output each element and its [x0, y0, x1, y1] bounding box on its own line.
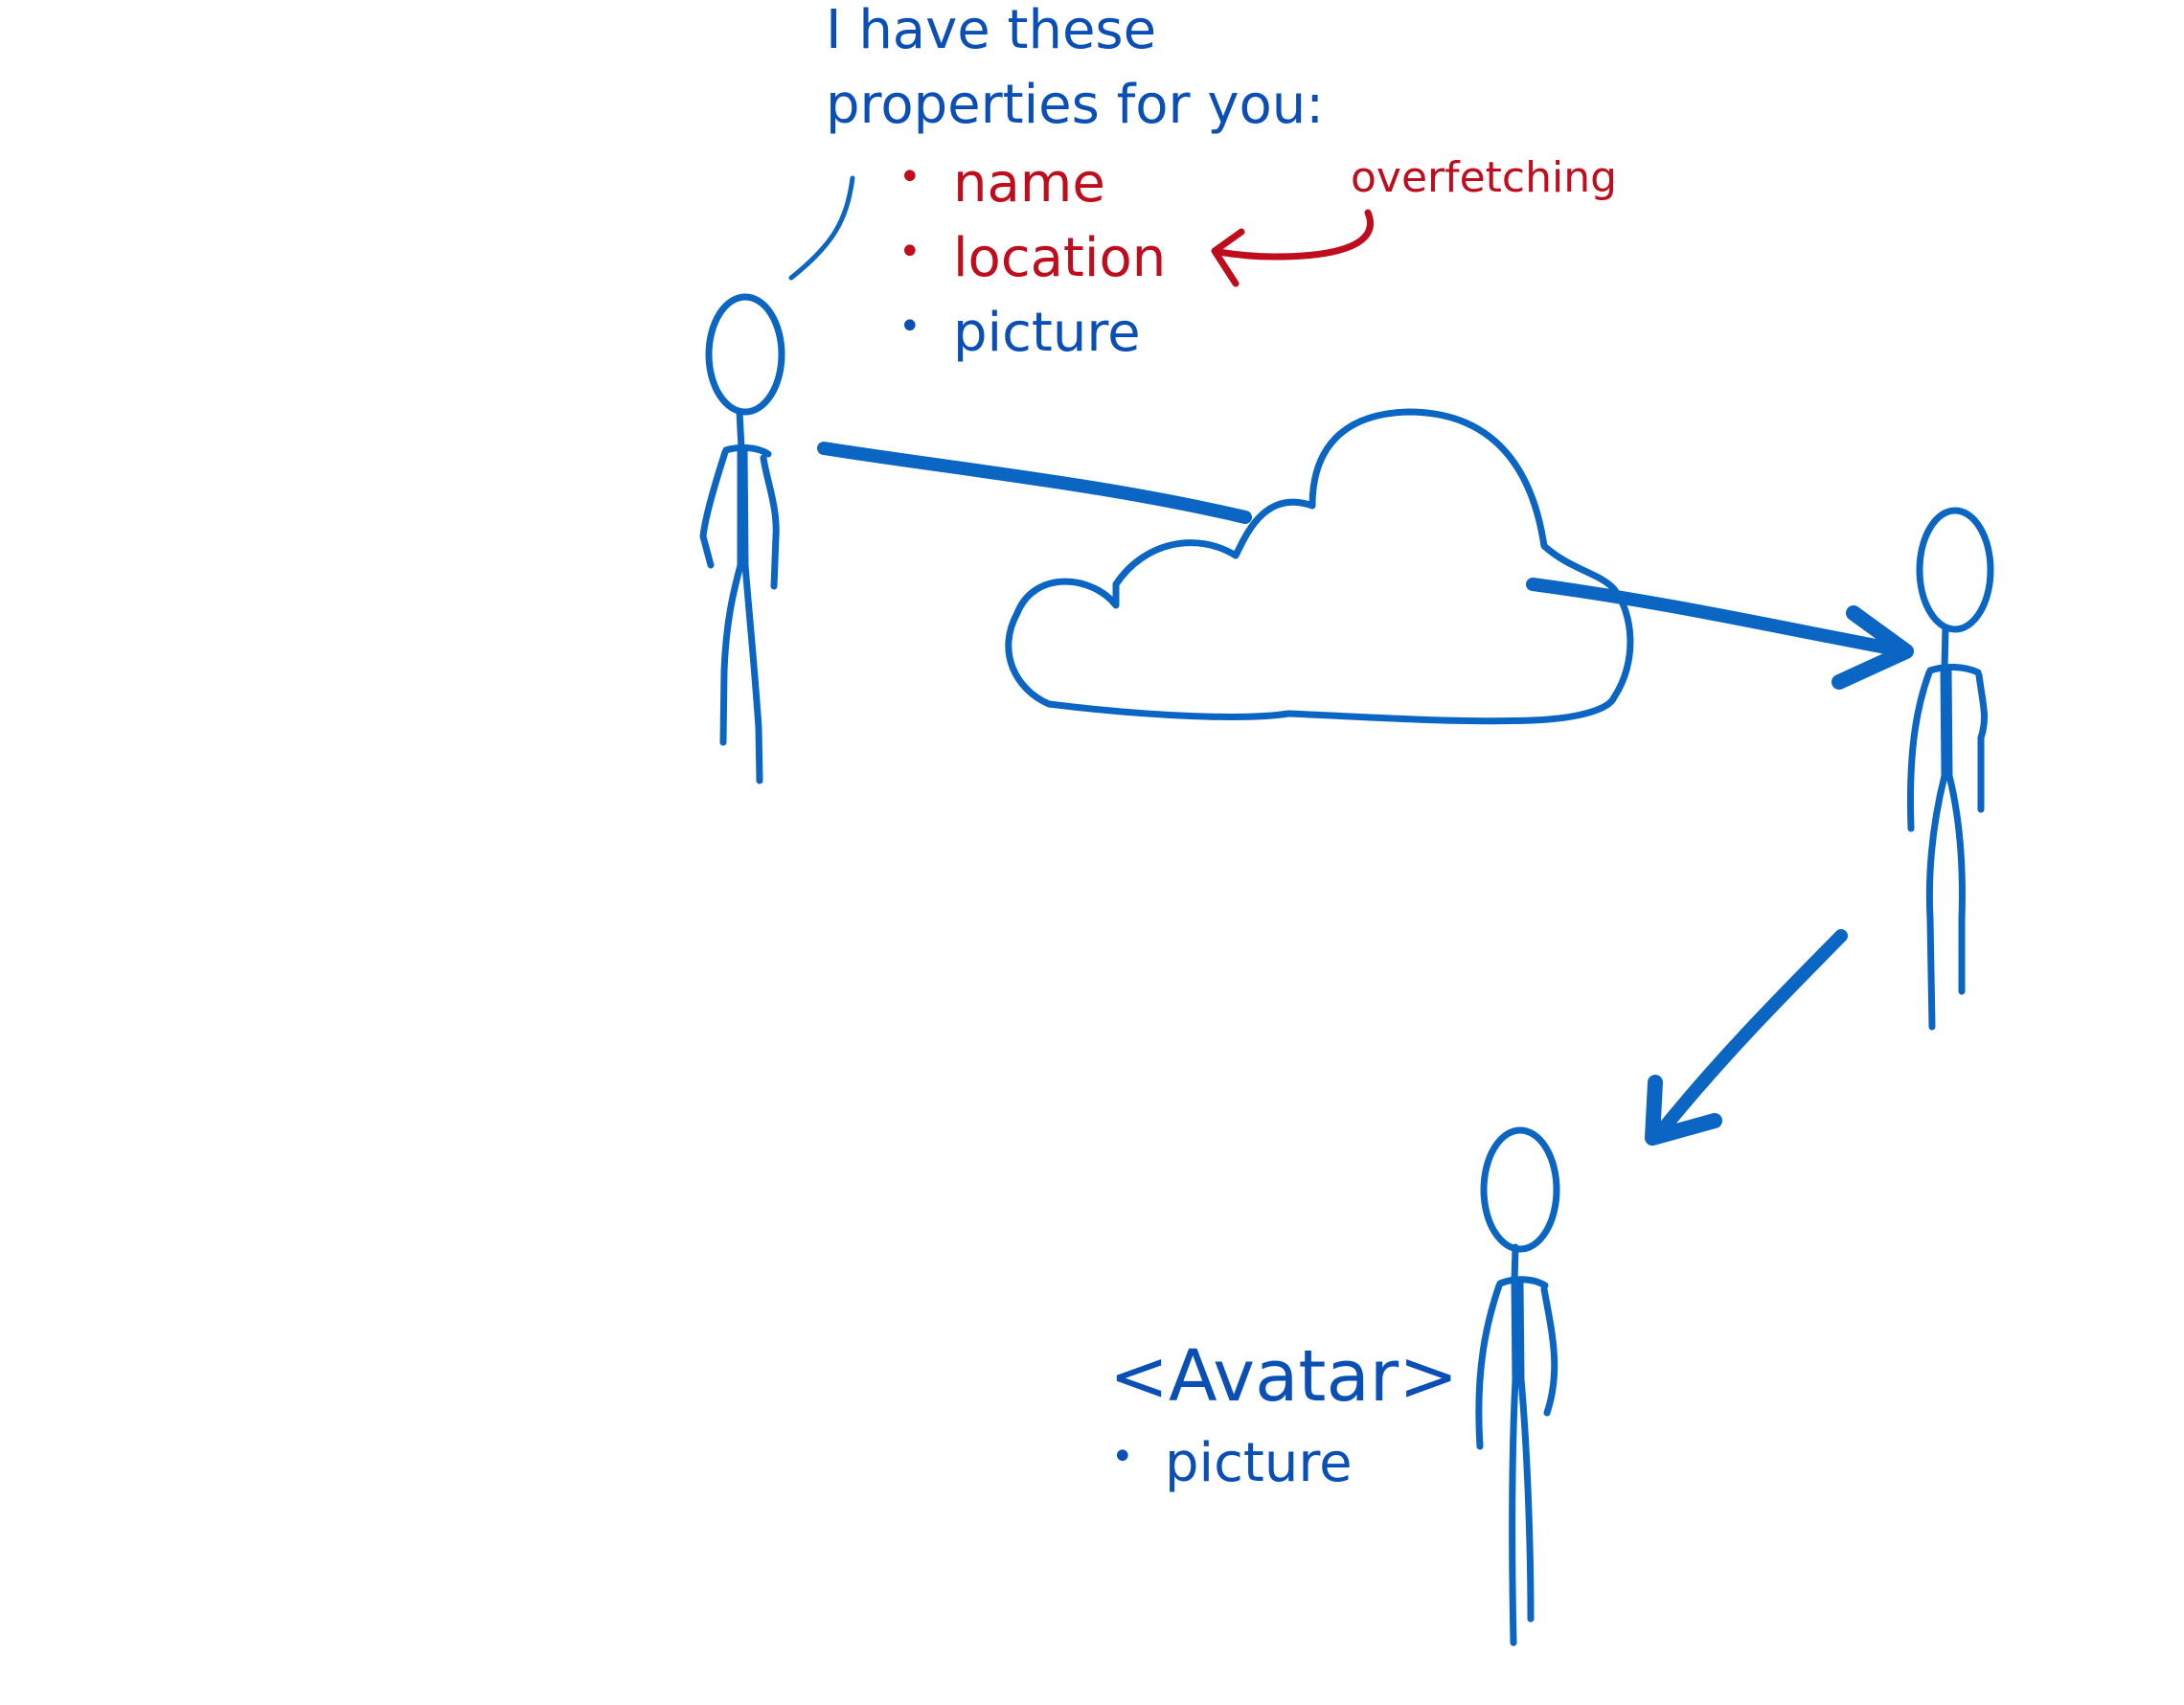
speech-line-1: I have these [826, 0, 1156, 61]
bullet: • [899, 155, 921, 199]
bullet: • [899, 230, 921, 274]
stick-figure-icon [1906, 507, 1994, 1031]
arrow-icon [1645, 929, 1848, 1146]
bullet: • [899, 305, 921, 349]
component-label: <Avatar> • picture [1109, 1335, 1458, 1494]
speech-text: I have these properties for you: • name … [826, 0, 1324, 364]
stick-figure-icon [699, 293, 785, 784]
bullet: • [1111, 1435, 1134, 1479]
arrow-icon [817, 442, 1914, 690]
speech-line-2: properties for you: [826, 74, 1324, 136]
property-location: location [953, 227, 1166, 289]
stick-figure-icon [1475, 1126, 1560, 1647]
component-property-picture: picture [1165, 1432, 1353, 1494]
component-name: <Avatar> [1109, 1335, 1458, 1418]
overfetching-arrowhead-icon [1211, 228, 1245, 287]
speech-tail [788, 175, 855, 281]
cloud-icon [1005, 408, 1634, 725]
property-picture: picture [953, 302, 1141, 364]
overfetching-arrow-icon [1215, 209, 1375, 261]
property-name: name [953, 152, 1105, 215]
overfetching-label: overfetching [1351, 153, 1617, 202]
